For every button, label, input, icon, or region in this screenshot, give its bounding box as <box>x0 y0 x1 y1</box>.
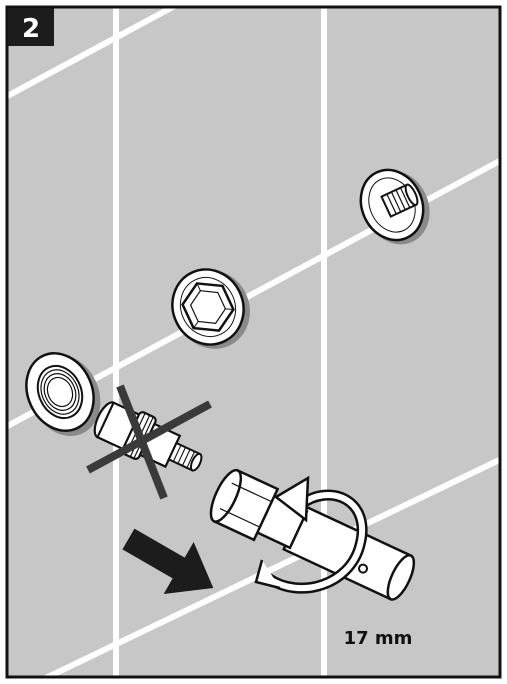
rotation-arrow <box>254 475 368 594</box>
direction-arrow <box>122 528 214 594</box>
valve-stem-fitting <box>359 168 430 245</box>
threaded-fitting <box>25 352 101 436</box>
step-badge: 2 <box>8 8 54 46</box>
step-number: 2 <box>22 14 40 44</box>
hex-nut <box>181 282 235 332</box>
wrench-size-label: 17 mm <box>344 628 413 649</box>
socket-wrench-tool <box>209 468 416 601</box>
grout-line-diagonal <box>7 7 180 100</box>
cross-out-mark <box>86 384 212 500</box>
panel-frame <box>5 5 502 679</box>
hex-nut-fitting <box>171 268 250 349</box>
old-valve-cartridge <box>86 384 212 500</box>
